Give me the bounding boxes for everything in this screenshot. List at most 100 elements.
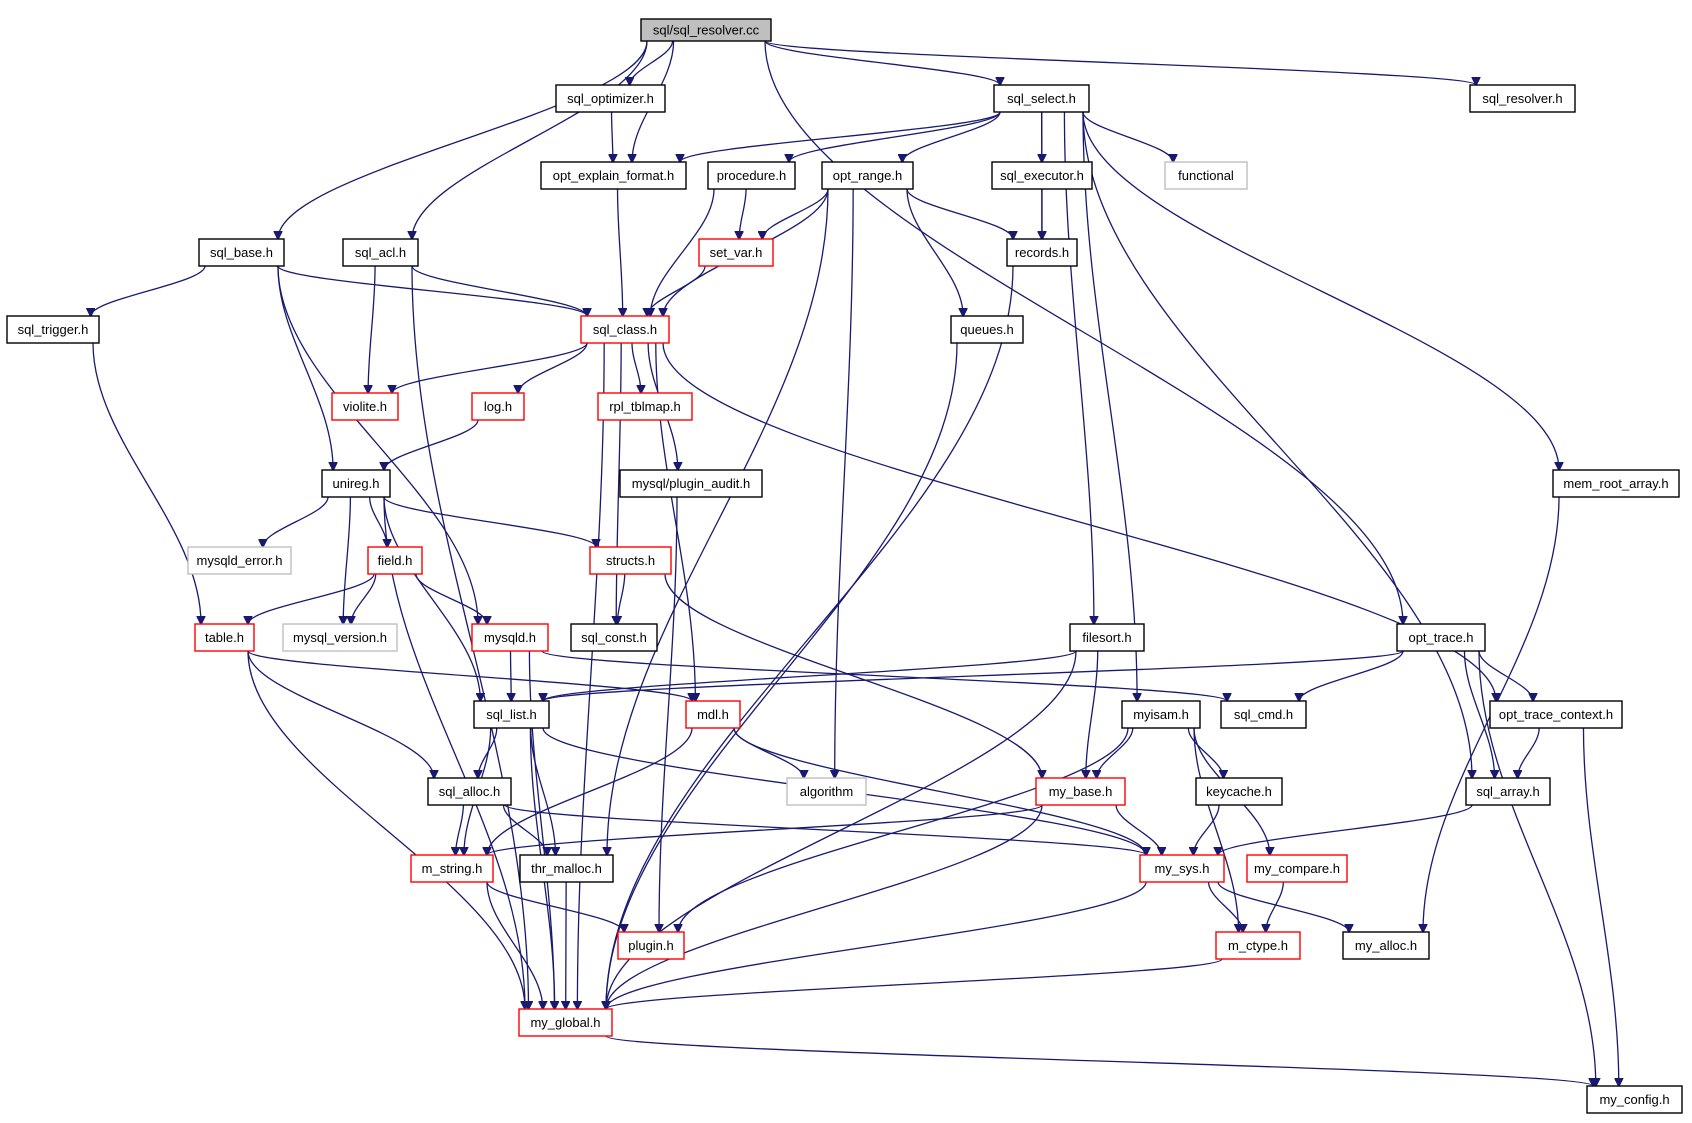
node-label: sql_base.h [210, 245, 273, 260]
node-my-compare[interactable]: my_compare.h [1246, 854, 1348, 883]
edge-sql-array-to-my-sys [1218, 804, 1473, 855]
node-queues[interactable]: queues.h [950, 315, 1024, 344]
node-sql-class[interactable]: sql_class.h [580, 315, 670, 344]
node-m-ctype[interactable]: m_ctype.h [1215, 931, 1301, 960]
node-filesort[interactable]: filesort.h [1069, 623, 1145, 652]
edge-records-to-my-global [606, 265, 1014, 1009]
edge-m-string-to-plugin [486, 881, 624, 932]
edge-sql-alloc-to-m-string [456, 804, 465, 855]
node-structs[interactable]: structs.h [589, 546, 672, 575]
node-box [473, 700, 550, 729]
edge-sql-select-to-functional [1082, 111, 1173, 162]
node-my-alloc[interactable]: my_alloc.h [1342, 931, 1430, 960]
node-sql-trigger[interactable]: sql_trigger.h [6, 315, 100, 344]
node-sql-list[interactable]: sql_list.h [473, 700, 550, 729]
edge-opt-range-to-set-var [762, 188, 829, 239]
edge-opt-trace-to-sql-array [1463, 650, 1494, 778]
node-sql-resolver[interactable]: sql_resolver.h [1469, 84, 1576, 113]
node-box [570, 623, 658, 652]
edge-m-string-to-my-global [486, 881, 543, 1009]
edge-root-to-opt-trace [764, 40, 1403, 624]
edge-sql-trigger-to-table [92, 342, 201, 624]
node-my-global[interactable]: my_global.h [518, 1008, 613, 1037]
node-label: sql_optimizer.h [567, 91, 654, 106]
node-mdl[interactable]: mdl.h [685, 700, 741, 729]
node-opt-explain[interactable]: opt_explain_format.h [540, 161, 687, 190]
node-thr-malloc[interactable]: thr_malloc.h [519, 854, 614, 883]
edge-my-global-to-my-config [605, 1035, 1593, 1086]
node-opt-trace-context[interactable]: opt_trace_context.h [1489, 700, 1623, 729]
node-my-sys[interactable]: my_sys.h [1139, 854, 1225, 883]
node-sql-optimizer[interactable]: sql_optimizer.h [555, 84, 666, 113]
edge-field-to-mysqld [415, 573, 487, 624]
node-label: table.h [205, 630, 244, 645]
edge-sql-select-to-opt-range [902, 111, 1001, 162]
node-violite[interactable]: violite.h [331, 392, 399, 421]
node-box [1164, 161, 1248, 190]
node-root[interactable]: sql/sql_resolver.cc [640, 18, 772, 42]
node-box [685, 700, 741, 729]
node-sql-base[interactable]: sql_base.h [198, 238, 285, 267]
node-label: my_compare.h [1254, 861, 1340, 876]
node-table[interactable]: table.h [194, 623, 255, 652]
edge-my-sys-to-my-alloc [1217, 881, 1349, 932]
node-myisam[interactable]: myisam.h [1121, 700, 1201, 729]
node-sql-cmd[interactable]: sql_cmd.h [1220, 700, 1307, 729]
node-keycache[interactable]: keycache.h [1195, 777, 1283, 806]
node-my-config[interactable]: my_config.h [1586, 1085, 1683, 1114]
node-label: sql_resolver.h [1482, 91, 1562, 106]
edge-sql-class-to-log [518, 342, 588, 393]
edge-myisam-to-keycache [1187, 727, 1223, 778]
node-sql-const[interactable]: sql_const.h [570, 623, 658, 652]
node-mem-root-array[interactable]: mem_root_array.h [1552, 469, 1680, 498]
edge-root-to-sql-optimizer [630, 40, 674, 85]
node-set-var[interactable]: set_var.h [698, 238, 774, 267]
node-mysqld[interactable]: mysqld.h [471, 623, 549, 652]
node-log[interactable]: log.h [471, 392, 525, 421]
node-sql-acl[interactable]: sql_acl.h [342, 238, 419, 267]
node-box [198, 238, 285, 267]
node-box [619, 469, 763, 498]
node-box [1215, 931, 1301, 960]
edge-root-to-sql-select [764, 40, 1000, 85]
node-box [698, 238, 774, 267]
edge-myisam-to-my-base [1097, 727, 1134, 778]
edge-mdl-to-m-string [487, 727, 693, 855]
node-m-string[interactable]: m_string.h [410, 854, 494, 883]
node-sql-select[interactable]: sql_select.h [993, 84, 1090, 113]
node-box [1006, 238, 1078, 267]
node-label: log.h [484, 399, 512, 414]
edge-layer [91, 40, 1619, 1086]
edge-sql-base-to-sql-class [277, 265, 587, 316]
node-unireg[interactable]: unireg.h [321, 469, 391, 498]
node-plugin-audit[interactable]: mysql/plugin_audit.h [619, 469, 763, 498]
node-sql-alloc[interactable]: sql_alloc.h [427, 777, 512, 806]
node-mysql-version[interactable]: mysql_version.h [282, 623, 398, 652]
node-box [821, 161, 914, 190]
node-plugin[interactable]: plugin.h [617, 931, 685, 960]
node-field[interactable]: field.h [367, 546, 423, 575]
node-functional[interactable]: functional [1164, 161, 1248, 190]
node-opt-trace[interactable]: opt_trace.h [1396, 623, 1486, 652]
node-label: unireg.h [333, 476, 380, 491]
node-sql-executor[interactable]: sql_executor.h [991, 161, 1093, 190]
node-box [187, 546, 292, 575]
node-label: my_global.h [530, 1015, 600, 1030]
edge-sql-base-to-mysqld [277, 265, 478, 624]
node-rpl-tblmap[interactable]: rpl_tblmap.h [597, 392, 693, 421]
node-opt-range[interactable]: opt_range.h [821, 161, 914, 190]
node-records[interactable]: records.h [1006, 238, 1078, 267]
node-label: filesort.h [1082, 630, 1131, 645]
node-box [1586, 1085, 1683, 1114]
edge-sql-class-to-my-global [577, 342, 605, 1009]
node-sql-array[interactable]: sql_array.h [1465, 777, 1551, 806]
node-algorithm[interactable]: algorithm [786, 777, 867, 806]
edge-sql-base-to-unireg [277, 265, 333, 470]
node-label: mem_root_array.h [1563, 476, 1668, 491]
node-mysqld-error[interactable]: mysqld_error.h [187, 546, 292, 575]
edge-my-base-to-my-global [606, 804, 1043, 1009]
node-label: functional [1178, 168, 1234, 183]
node-procedure[interactable]: procedure.h [707, 161, 796, 190]
edge-my-base-to-m-string [487, 804, 1043, 855]
node-my-base[interactable]: my_base.h [1035, 777, 1126, 806]
